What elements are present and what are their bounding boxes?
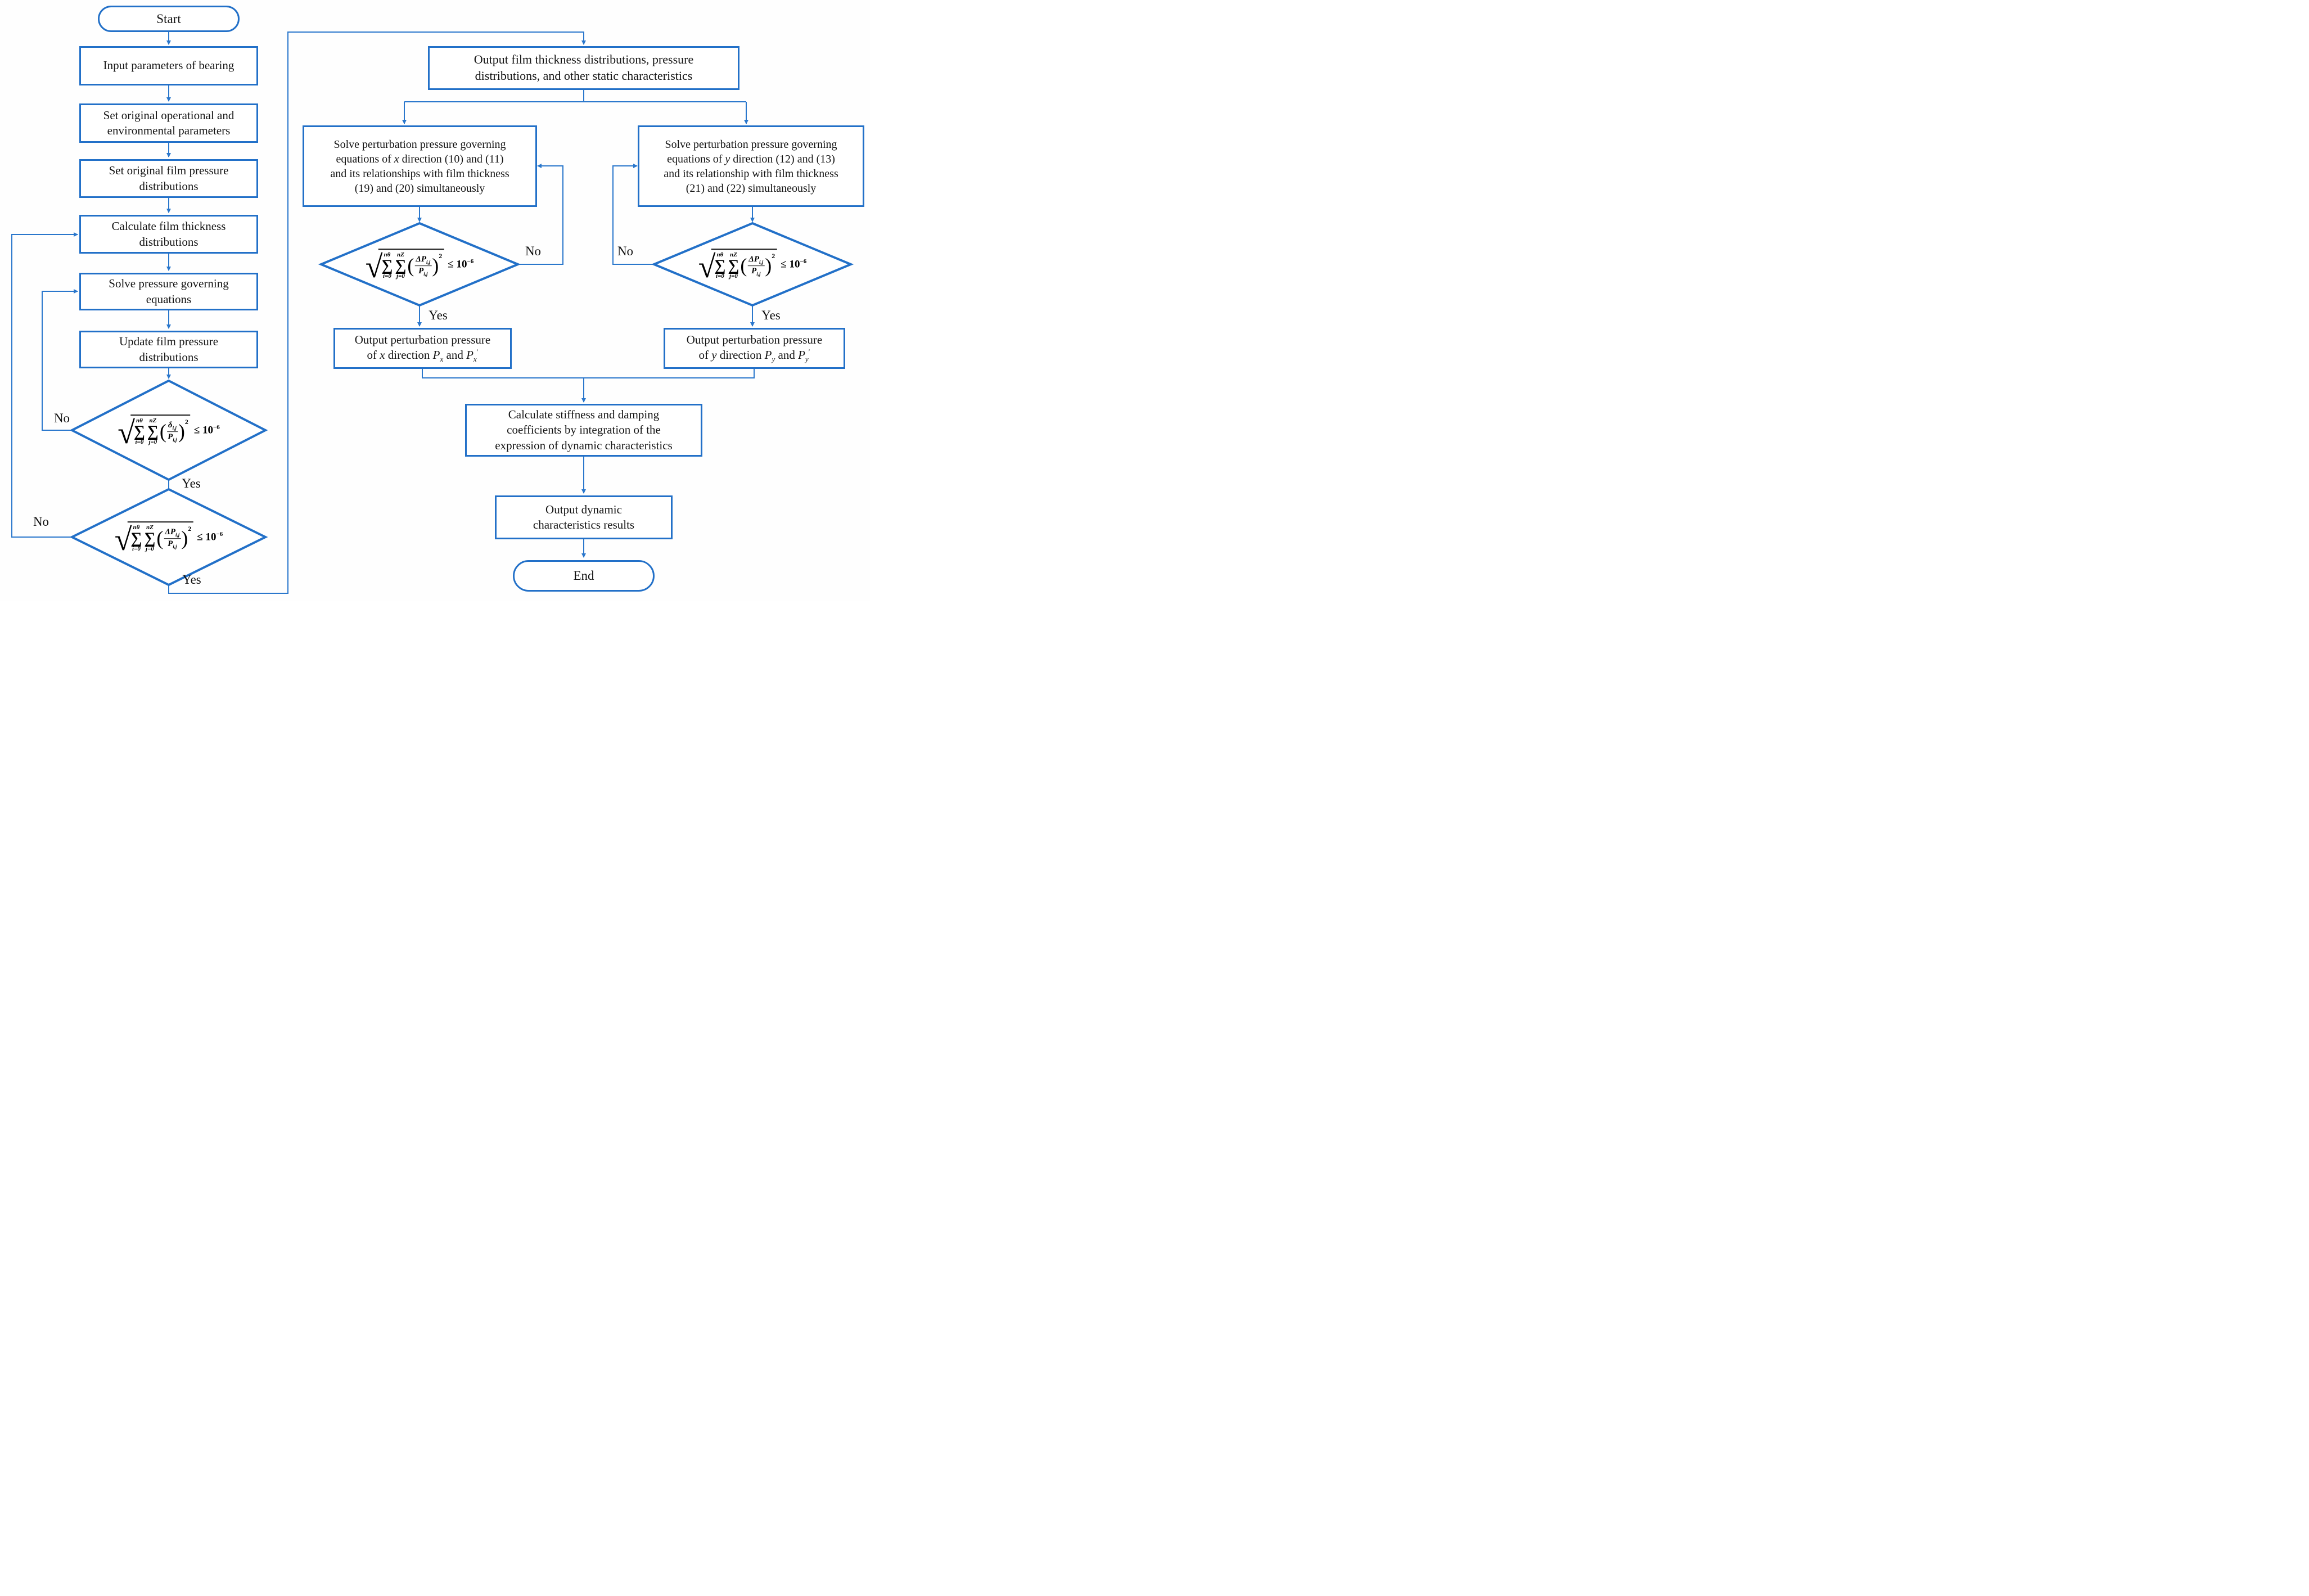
box-line: Output perturbation pressure <box>354 332 491 346</box>
box-line: Set original film pressure <box>109 164 229 178</box>
label-yes-diamond2: Yes <box>182 572 201 587</box>
box-line: Update film pressure <box>119 335 219 349</box>
box-line: equations of y direction (12) and (13) <box>667 152 835 165</box>
process-output-static: Output film thickness distributions, pre… <box>428 46 739 90</box>
decision-diamond-deltap-x <box>318 222 521 307</box>
formula-body: nθ∑i=0 nZ∑j=0 ( ΔPi,j Pi,j ) 2 <box>127 521 193 553</box>
box-line: of y direction Py and Py′ <box>698 348 810 364</box>
radical-sign: √ <box>365 250 383 285</box>
threshold: ≤ 10−6 <box>781 258 807 270</box>
box-line: Solve pressure governing <box>109 277 229 291</box>
convergence-formula-deltap-y: √ nθ∑i=0 nZ∑j=0 ( ΔPi,j Pi,j ) 2 ≤ 10−6 <box>698 249 807 285</box>
box-line: characteristics results <box>533 518 635 531</box>
decision-diamond-delta <box>69 379 268 481</box>
sum-i: nθ∑i=0 <box>130 524 142 553</box>
start-terminal: Start <box>98 6 240 32</box>
sum-j: nZ∑j=0 <box>144 524 156 553</box>
sum-j: nZ∑j=0 <box>728 251 739 280</box>
convergence-formula-deltap-x: √ nθ∑i=0 nZ∑j=0 ( ΔPi,j Pi,j ) 2 ≤ 10−6 <box>365 249 474 285</box>
process-calc-dynamic-coefficients: Calculate stiffness and damping coeffici… <box>465 404 702 457</box>
box-line: distributions <box>139 235 199 249</box>
label-no-diamondx: No <box>525 244 542 258</box>
edge-outputy-merge <box>584 369 755 378</box>
box-line: Output dynamic <box>545 502 622 516</box>
formula-body: nθ∑i=0 nZ∑j=0 ( ΔPi,j Pi,j ) 2 <box>378 249 444 280</box>
edge-no-loop-diamond2 <box>11 232 78 538</box>
sum-i: nθ∑i=0 <box>381 251 393 280</box>
process-update-film-pressure: Update film pressure distributions <box>79 331 258 368</box>
process-output-perturbation-y: Output perturbation pressure of y direct… <box>664 328 845 369</box>
fraction: ΔPi,j Pi,j <box>164 528 181 550</box>
formula-body: nθ∑i=0 nZ∑j=0 ( ΔPi,j Pi,j ) 2 <box>711 249 777 280</box>
process-output-dynamic: Output dynamic characteristics results <box>495 495 673 539</box>
label-yes-diamond1: Yes <box>182 476 201 490</box>
process-solve-perturbation-y: Solve perturbation pressure governing eq… <box>638 125 864 207</box>
label-no-diamond2: No <box>33 515 49 529</box>
end-terminal: End <box>513 560 655 592</box>
process-solve-pressure-eq: Solve pressure governing equations <box>79 273 258 310</box>
process-input-parameters: Input parameters of bearing <box>79 46 258 85</box>
sum-j: nZ∑j=0 <box>395 251 407 280</box>
process-output-perturbation-x: Output perturbation pressure of x direct… <box>333 328 512 369</box>
convergence-formula-delta: √ nθ∑i=0 nZ∑j=0 ( δi,j Pi,j ) 2 ≤ 10−6 <box>118 414 220 450</box>
box-line: of x direction Px and Px′ <box>367 348 479 364</box>
edge-yes-diamond2-outputstatic <box>168 31 586 594</box>
label-yes-diamondx: Yes <box>429 308 448 322</box>
box-line: Set original operational and <box>103 108 234 122</box>
label-no-diamondy: No <box>617 244 634 258</box>
radical-sign: √ <box>114 522 132 557</box>
end-label: End <box>573 569 594 583</box>
box-line: and its relationships with film thicknes… <box>330 167 509 180</box>
radical-sign: √ <box>698 250 716 285</box>
box-line: distributions, and other static characte… <box>475 69 693 83</box>
box-line: equations of x direction (10) and (11) <box>336 152 504 165</box>
threshold: ≤ 10−6 <box>197 530 223 543</box>
radical-sign: √ <box>118 416 135 450</box>
box-line: environmental parameters <box>107 124 231 137</box>
process-set-operational: Set original operational and environment… <box>79 103 258 143</box>
box-line: and its relationship with film thickness <box>664 167 838 180</box>
box-line: Solve perturbation pressure governing <box>333 138 506 151</box>
edge-outputx-merge <box>422 369 584 378</box>
fraction: ΔPi,j Pi,j <box>747 255 765 277</box>
threshold: ≤ 10−6 <box>193 423 220 436</box>
box-line: equations <box>146 292 192 306</box>
sum-i: nθ∑i=0 <box>714 251 726 280</box>
connector-layer <box>11 31 854 594</box>
process-solve-perturbation-x: Solve perturbation pressure governing eq… <box>303 125 537 207</box>
fraction: ΔPi,j Pi,j <box>414 255 432 277</box>
decision-diamond-deltap-main <box>69 488 268 587</box>
process-set-film-pressure: Set original film pressure distributions <box>79 159 258 198</box>
edge-no-loop-diamondy <box>612 164 654 265</box>
edge-no-loop-diamondx <box>518 164 563 265</box>
box-line: distributions <box>139 179 199 193</box>
formula-body: nθ∑i=0 nZ∑j=0 ( δi,j Pi,j ) 2 <box>130 414 190 446</box>
box-line: expression of dynamic characteristics <box>495 438 673 452</box>
label-no-diamond1: No <box>53 411 70 425</box>
box-line: (21) and (22) simultaneously <box>686 182 817 195</box>
convergence-formula-deltap-main: √ nθ∑i=0 nZ∑j=0 ( ΔPi,j Pi,j ) 2 ≤ 10−6 <box>114 521 223 557</box>
threshold: ≤ 10−6 <box>448 258 474 270</box>
process-calc-film-thickness: Calculate film thickness distributions <box>79 215 258 254</box>
box-line: Solve perturbation pressure governing <box>665 138 837 151</box>
box-line: Calculate stiffness and damping <box>508 408 660 422</box>
box-line: coefficients by integration of the <box>507 423 661 437</box>
box-line: Output film thickness distributions, pre… <box>473 52 694 67</box>
box-line: Calculate film thickness <box>111 219 226 233</box>
sum-j: nZ∑j=0 <box>147 417 159 446</box>
fraction: δi,j Pi,j <box>166 421 178 443</box>
box-line: Output perturbation pressure <box>686 332 823 346</box>
sum-i: nθ∑i=0 <box>133 417 145 446</box>
label-yes-diamondy: Yes <box>761 308 781 322</box>
decision-diamond-deltap-y <box>651 222 854 307</box>
flowchart-canvas: Start End Input parameters of bearing Se… <box>0 0 870 601</box>
start-label: Start <box>156 11 181 26</box>
box-line: (19) and (20) simultaneously <box>354 182 485 195</box>
box-line: Input parameters of bearing <box>103 58 234 73</box>
edge-no-loop-diamond1 <box>42 289 78 431</box>
box-line: distributions <box>139 350 199 364</box>
